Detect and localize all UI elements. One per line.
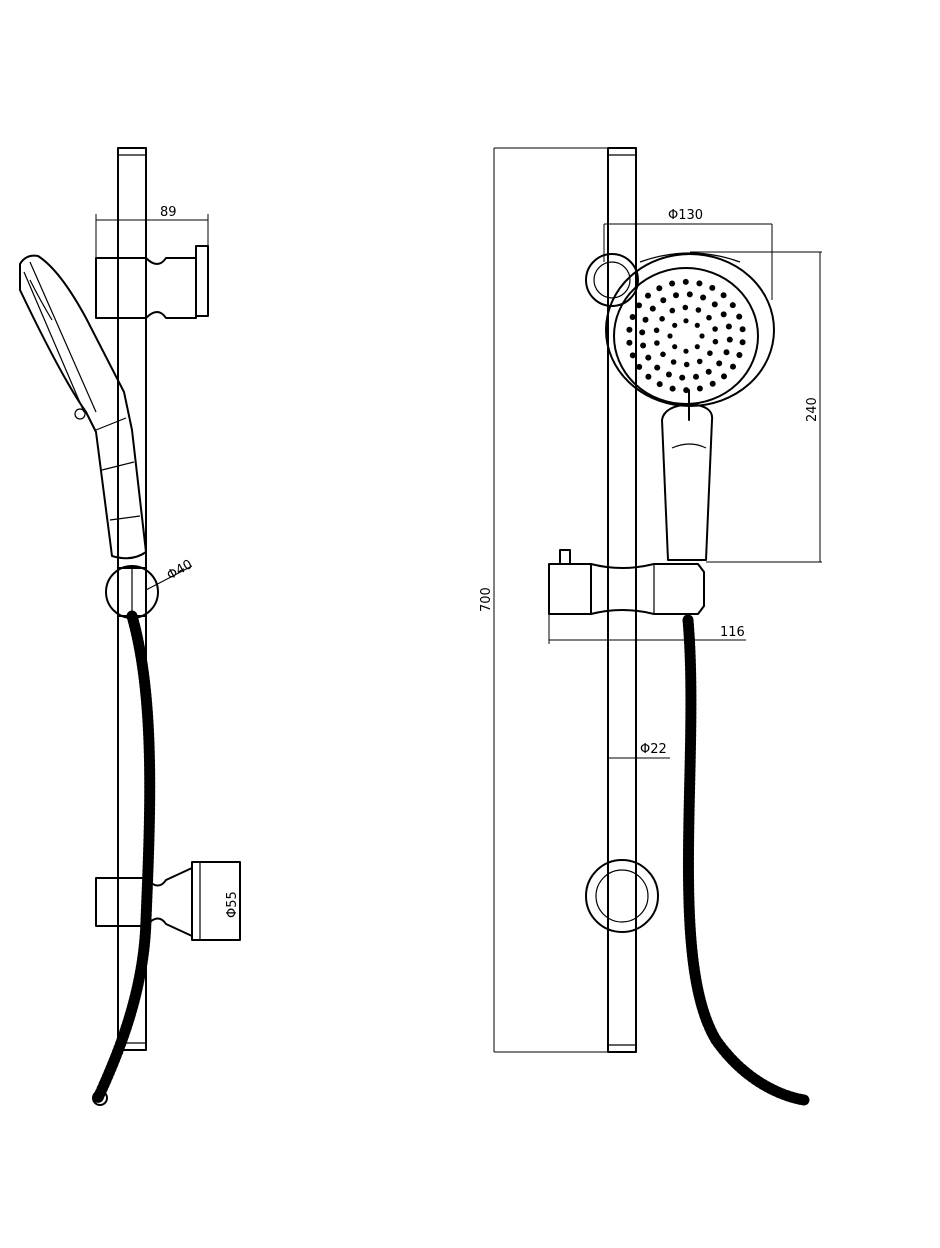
nozzle-dot [669,307,676,314]
nozzle-dot [679,374,686,381]
side-upper-holder [95,245,209,319]
dimension-bracket-dia: Φ55 [225,891,240,918]
nozzle-dot [683,318,689,324]
nozzle-dot [683,387,690,394]
front-head-handle [661,403,714,561]
dim-label-55: Φ55 [225,891,240,918]
nozzle-dot [709,380,716,387]
nozzle-dot [660,351,666,358]
nozzle-dot [721,373,727,380]
nozzle-dot [712,326,718,332]
nozzle-dot [682,278,689,285]
nozzle-dot [723,349,730,356]
nozzle-dot [636,363,643,370]
nozzle-dot [726,336,733,343]
front-shower-head [605,252,775,421]
nozzle-dot [739,326,746,333]
nozzle-dot [683,361,690,368]
nozzle-dot [693,373,699,380]
nozzle-dot [653,327,660,334]
dimension-hand-shower-dia: Φ40 [145,557,196,591]
nozzle-dot [669,280,676,287]
nozzle-dot [639,329,646,336]
front-lower-bracket [585,859,659,933]
dim-label-89: 89 [160,205,177,220]
dimension-rail-length: 700 [479,147,608,1053]
nozzle-dot [642,316,649,323]
dimension-head-dia: Φ130 [603,208,773,300]
dim-label-40: Φ40 [165,557,196,583]
nozzle-dot [686,291,693,298]
side-hand-shower [19,254,147,560]
nozzle-dot [700,294,707,301]
nozzle-dot [720,311,727,318]
nozzle-dot [672,344,678,350]
nozzle-dot [709,284,716,291]
nozzle-dot [669,385,676,392]
front-upper-bracket [585,253,639,307]
dimension-holder-depth: 89 [95,205,209,258]
nozzle-dot [711,301,718,308]
nozzle-dot [725,323,732,330]
dim-label-130: Φ130 [668,208,703,223]
nozzle-dot [626,326,633,333]
nozzle-dot [645,354,652,361]
nozzle-dot [694,344,700,350]
side-cradle [105,565,159,619]
nozzle-dot [629,352,636,359]
nozzle-dot [696,280,703,287]
dimension-slider-width: 116 [548,614,746,644]
nozzle-dot [694,322,700,328]
nozzle-dot [739,339,746,346]
nozzle-dot [665,371,672,378]
side-hose [92,610,156,1106]
nozzle-dot [696,385,703,392]
front-rail [607,147,637,1053]
nozzle-dot [729,302,736,309]
nozzle-dot [626,339,633,346]
nozzle-dot [670,359,677,365]
nozzle-dot [682,304,689,311]
nozzle-dot [656,381,663,388]
dim-label-22: Φ22 [640,742,667,757]
dim-label-700: 700 [479,587,494,612]
nozzle-dot [707,350,713,357]
front-slider [548,549,705,615]
nozzle-dot [736,352,743,358]
dim-label-116: 116 [720,625,745,640]
dimension-rail-dia: Φ22 [608,742,670,759]
nozzle-dot [645,373,652,380]
nozzle-dot [659,316,665,322]
nozzle-dot [660,297,667,304]
dimension-head-height: 240 [690,251,822,563]
front-view: 700 Φ130 [479,147,822,1106]
nozzle-dot [673,292,679,299]
nozzle-dot [712,338,719,345]
front-hose [682,614,810,1106]
nozzle-dot [672,322,678,328]
nozzle-dot [696,358,703,365]
nozzle-dot [667,333,673,339]
nozzle-dot [699,333,705,339]
dim-label-240: 240 [805,397,820,422]
nozzle-dot [629,314,636,320]
nozzle-dot [716,360,723,367]
nozzle-dot [720,292,727,299]
nozzle-dot [683,348,689,354]
nozzle-dot [649,305,656,312]
nozzle-dot [645,292,651,299]
side-view: 89 Φ40 [19,147,241,1106]
nozzle-dot [656,285,663,292]
nozzle-dot [654,340,660,346]
nozzle-dot [654,364,661,371]
nozzle-dot [705,368,712,375]
nozzle-dot [695,307,702,313]
nozzle-pattern [626,278,746,394]
nozzle-dot [736,313,743,320]
nozzle-dot [640,342,647,349]
nozzle-dot [706,314,712,321]
nozzle-dot [636,302,642,309]
nozzle-dot [730,363,736,370]
